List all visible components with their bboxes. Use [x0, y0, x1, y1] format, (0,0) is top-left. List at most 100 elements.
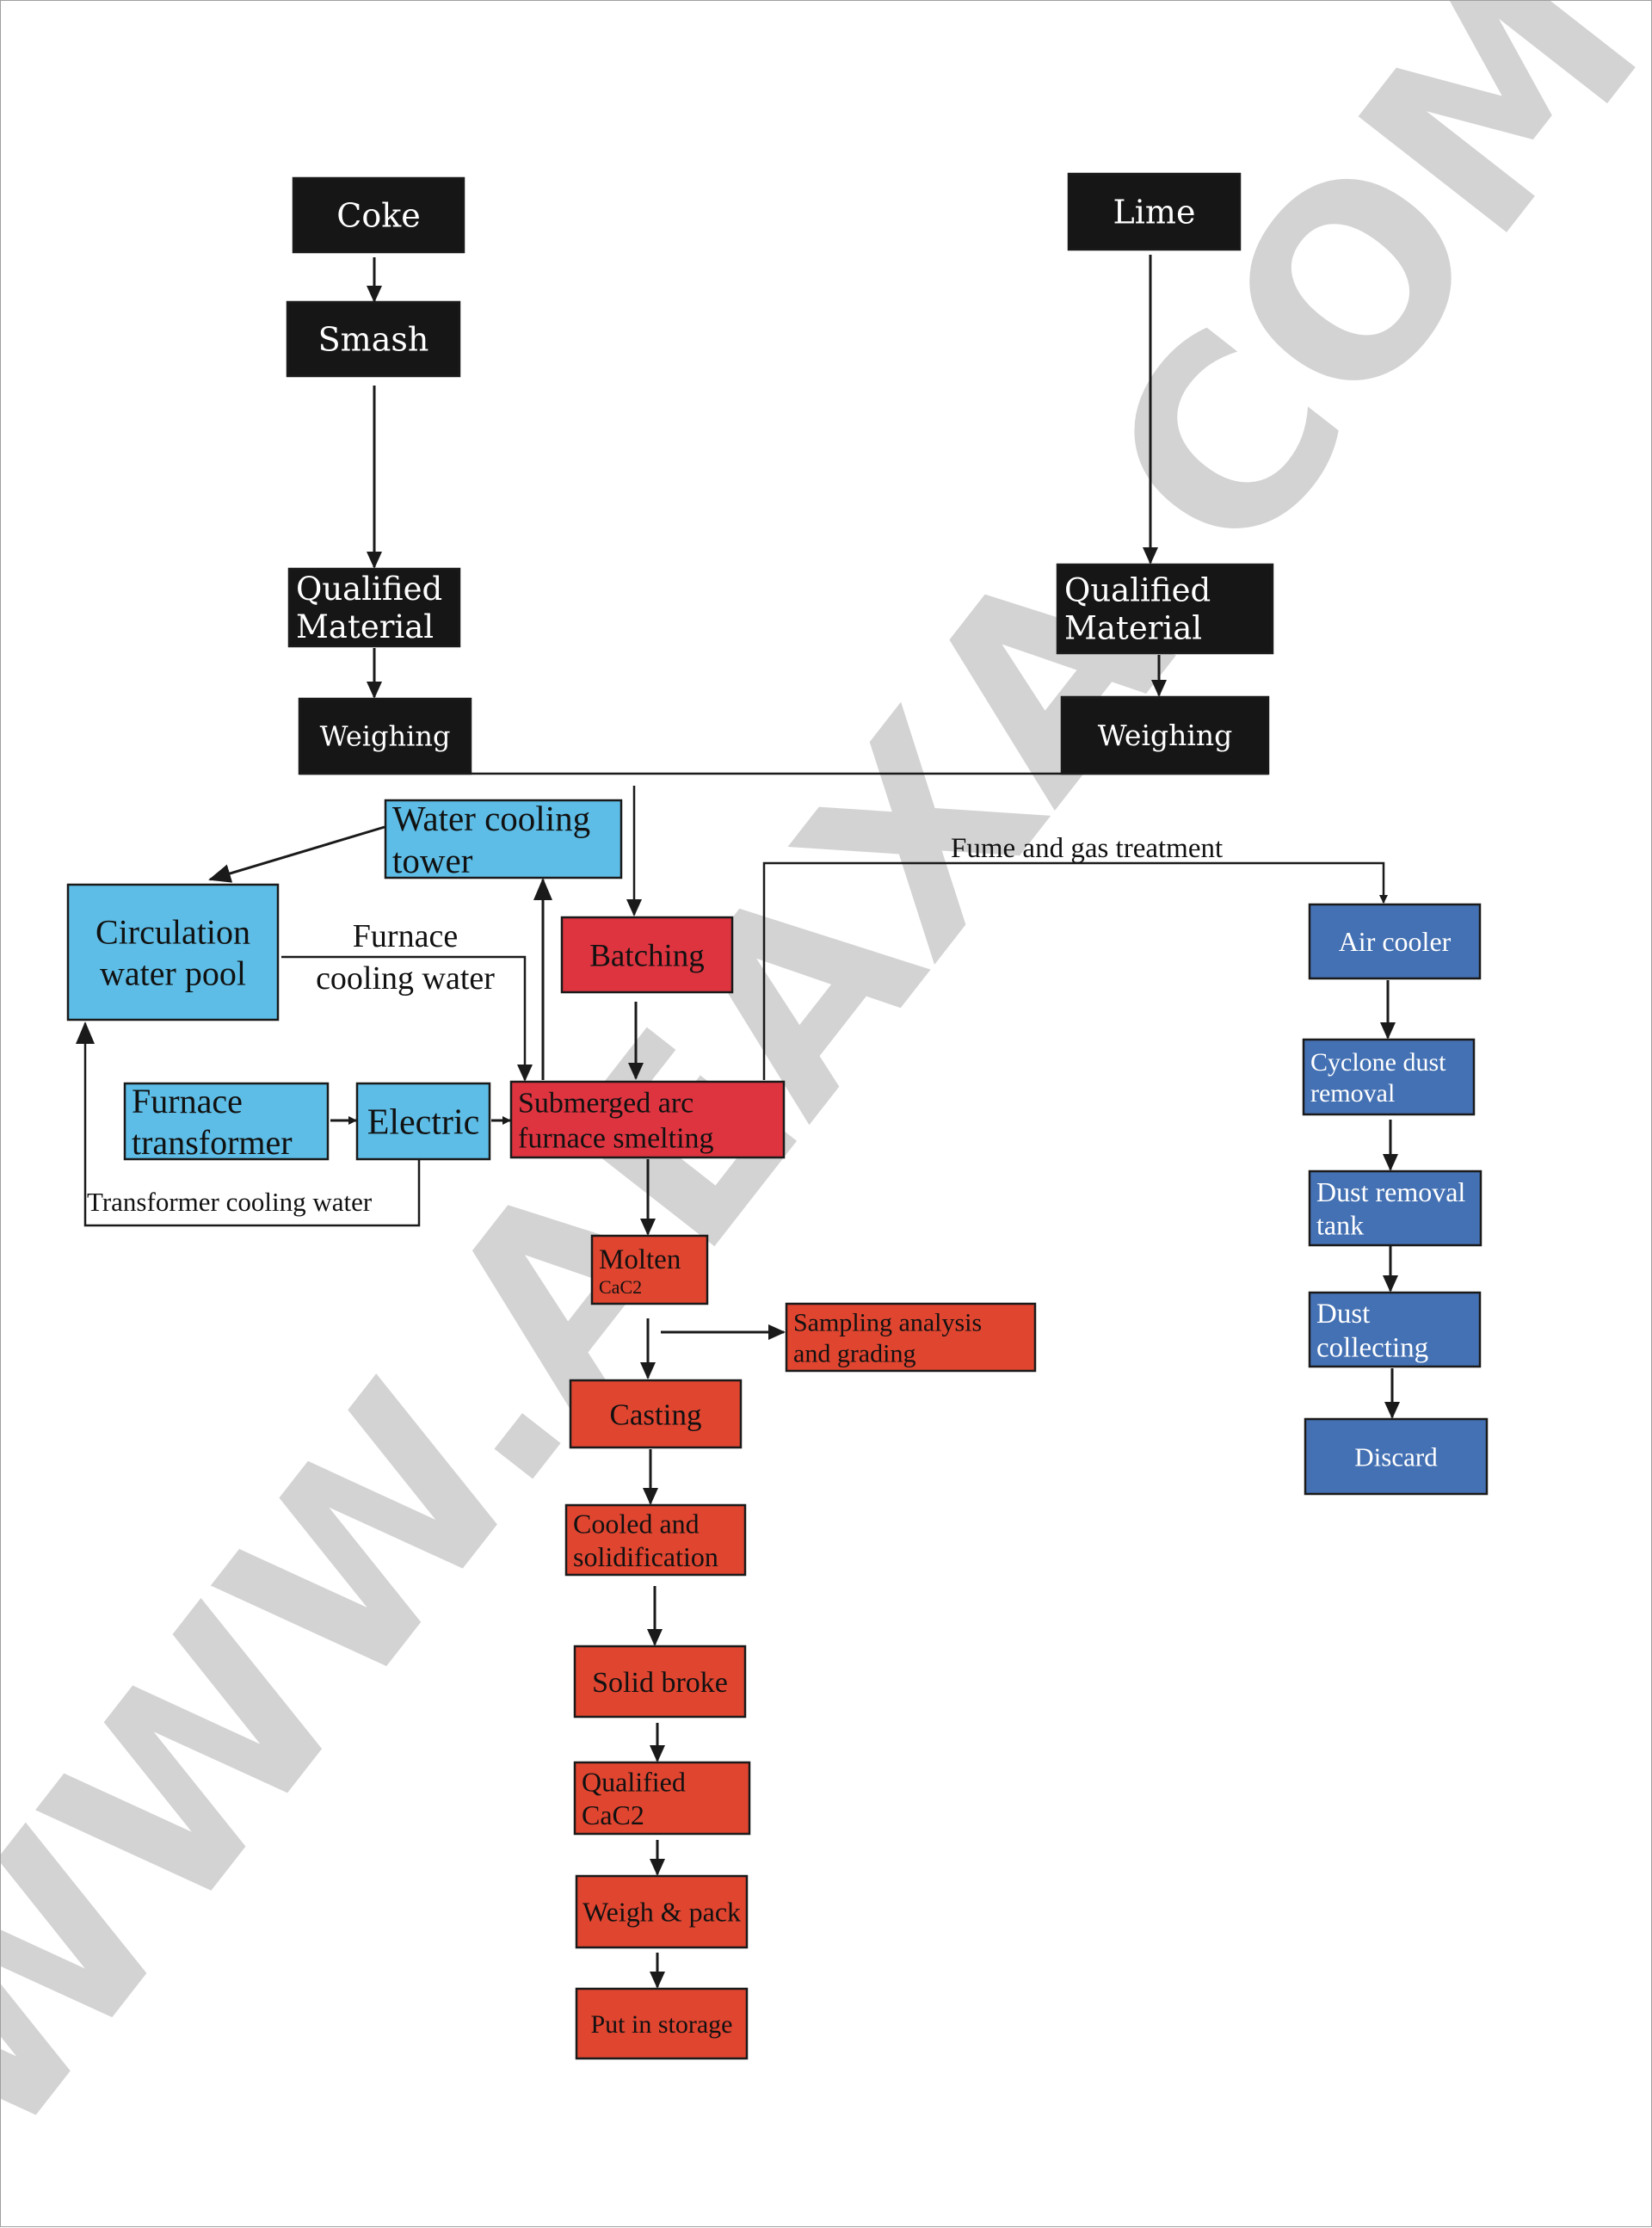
node-label: water pool [100, 954, 246, 993]
node-label: Molten [599, 1244, 681, 1275]
node-lime: Lime [1067, 172, 1242, 251]
node-box [575, 1987, 749, 2060]
node-label: tower [392, 841, 473, 880]
node-label: collecting [1316, 1332, 1428, 1363]
node-label: Weighing [320, 720, 451, 753]
node-label: Circulation [96, 913, 250, 952]
node-label: solidification [573, 1541, 718, 1572]
edge-pool-furnace-cooling-water [281, 955, 533, 1082]
node-box [564, 1503, 747, 1577]
node-box [66, 883, 280, 1021]
node-box [1056, 563, 1274, 655]
node-box [1308, 1291, 1482, 1368]
node-coke: Coke [292, 176, 465, 254]
node-box [1304, 1417, 1489, 1496]
node-label: Batching [589, 938, 705, 973]
node-put-in-storage: Put in storage [575, 1987, 749, 2060]
node-box [1308, 903, 1482, 980]
node-label: Qualified [582, 1767, 686, 1798]
node-casting: Casting [569, 1379, 743, 1449]
label-fume-gas-treatment: Fume and gas treatment [951, 833, 1223, 864]
node-label: Qualified [1064, 571, 1211, 608]
node-label: tank [1316, 1209, 1364, 1240]
node-label: Weigh & pack [583, 1897, 741, 1928]
node-label: Casting [610, 1398, 702, 1431]
node-weighing-left: Weighing [298, 697, 472, 775]
node-box [560, 916, 734, 994]
node-label: Weighing [1098, 719, 1233, 752]
node-weigh-pack: Weigh & pack [575, 1874, 749, 1949]
node-label: Submerged arc [518, 1088, 693, 1120]
edge-tower-pool [208, 825, 385, 883]
node-label: Water cooling [392, 799, 590, 838]
node-box [569, 1379, 743, 1449]
node-box [286, 300, 461, 378]
node-box [1302, 1038, 1476, 1116]
label-furnace-cooling-water-1: Furnace [353, 918, 458, 954]
node-label: Discard [1354, 1441, 1438, 1472]
node-label: Put in storage [591, 2010, 733, 2039]
node-discard: Discard [1304, 1417, 1489, 1496]
node-air-cooler: Air cooler [1308, 903, 1482, 980]
node-box [509, 1080, 786, 1159]
node-label: Lime [1113, 193, 1196, 231]
node-box [298, 697, 472, 775]
node-batching: Batching [560, 916, 734, 994]
edge-furnace-fume-treatment [762, 861, 1388, 1080]
node-box [292, 176, 465, 254]
node-label: Air cooler [1339, 926, 1452, 957]
node-solid-broke: Solid broke [573, 1645, 747, 1719]
node-electric: Electric [355, 1082, 491, 1161]
node-label: Dust removal [1316, 1176, 1465, 1207]
node-box [573, 1645, 747, 1719]
node-label: Electric [367, 1103, 480, 1143]
node-label: Material [296, 608, 434, 645]
node-box [1060, 695, 1270, 775]
node-box [590, 1234, 709, 1305]
node-box [123, 1082, 330, 1161]
node-label: Furnace [132, 1082, 243, 1120]
edge-electric-pool-transformer-water [76, 1021, 421, 1227]
node-smash: Smash [286, 300, 461, 378]
node-label: Cyclone dust [1310, 1048, 1446, 1077]
connectors [76, 255, 1400, 1989]
node-box [1308, 1170, 1482, 1247]
label-furnace-cooling-water-2: cooling water [316, 960, 495, 997]
node-label: Dust [1316, 1299, 1370, 1330]
node-label: and grading [793, 1340, 915, 1368]
node-label: Material [1064, 610, 1202, 647]
label-transformer-cooling-water: Transformer cooling water [87, 1187, 373, 1217]
node-label: CaC2 [599, 1276, 642, 1298]
node-label: transformer [132, 1123, 293, 1162]
node-label: CaC2 [582, 1799, 644, 1830]
edge-labels: Furnace cooling water Transformer coolin… [87, 833, 1223, 1217]
node-box [355, 1082, 491, 1161]
node-box [785, 1302, 1037, 1373]
node-label: furnace smelting [518, 1122, 714, 1154]
nodes: CokeSmashQualifiedMaterialWeighingLimeQu… [66, 172, 1489, 2060]
node-weighing-right: Weighing [1060, 695, 1270, 775]
node-box [1067, 172, 1242, 251]
node-label: removal [1310, 1079, 1395, 1108]
node-box [575, 1874, 749, 1949]
node-box [573, 1761, 751, 1836]
node-label: Coke [336, 196, 420, 234]
node-label: Cooled and [573, 1509, 700, 1540]
node-label: Qualified [296, 571, 442, 608]
node-box [287, 567, 461, 648]
